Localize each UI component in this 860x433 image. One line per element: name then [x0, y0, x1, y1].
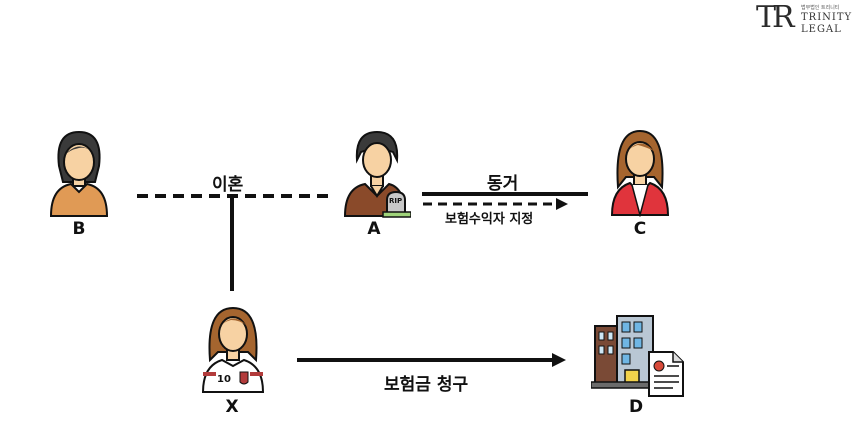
jersey-number: 10 — [217, 374, 231, 385]
node-a-label: A — [367, 219, 381, 239]
cohabit-label: 동거 — [487, 174, 519, 194]
rip-badge: RIP — [389, 197, 403, 205]
node-b-label: B — [72, 219, 86, 239]
logo-line2: LEGAL — [801, 24, 842, 35]
node-x-label: X — [225, 397, 239, 417]
logo-monogram: TR — [756, 0, 795, 35]
node-c-label: C — [633, 219, 647, 239]
node-d-label: D — [628, 397, 644, 417]
person-x-icon — [201, 306, 265, 393]
person-b-icon — [49, 130, 109, 217]
person-c-icon — [610, 129, 670, 217]
beneficiary-label: 보험수익자 지정 — [445, 212, 534, 227]
trinity-legal-logo: TR 법무법인 트리니티 TRINITY LEGAL — [756, 0, 860, 38]
insurance-company-icon — [591, 315, 684, 397]
beneficiary-arrowhead — [556, 198, 568, 210]
logo-line1: TRINITY — [801, 12, 853, 23]
claim-arrowhead — [552, 353, 566, 367]
person-a-icon — [343, 130, 411, 218]
divorce-label: 이혼 — [212, 175, 244, 195]
logo-tiny-text: 법무법인 트리니티 — [801, 5, 840, 11]
claim-label: 보험금 청구 — [384, 375, 469, 395]
